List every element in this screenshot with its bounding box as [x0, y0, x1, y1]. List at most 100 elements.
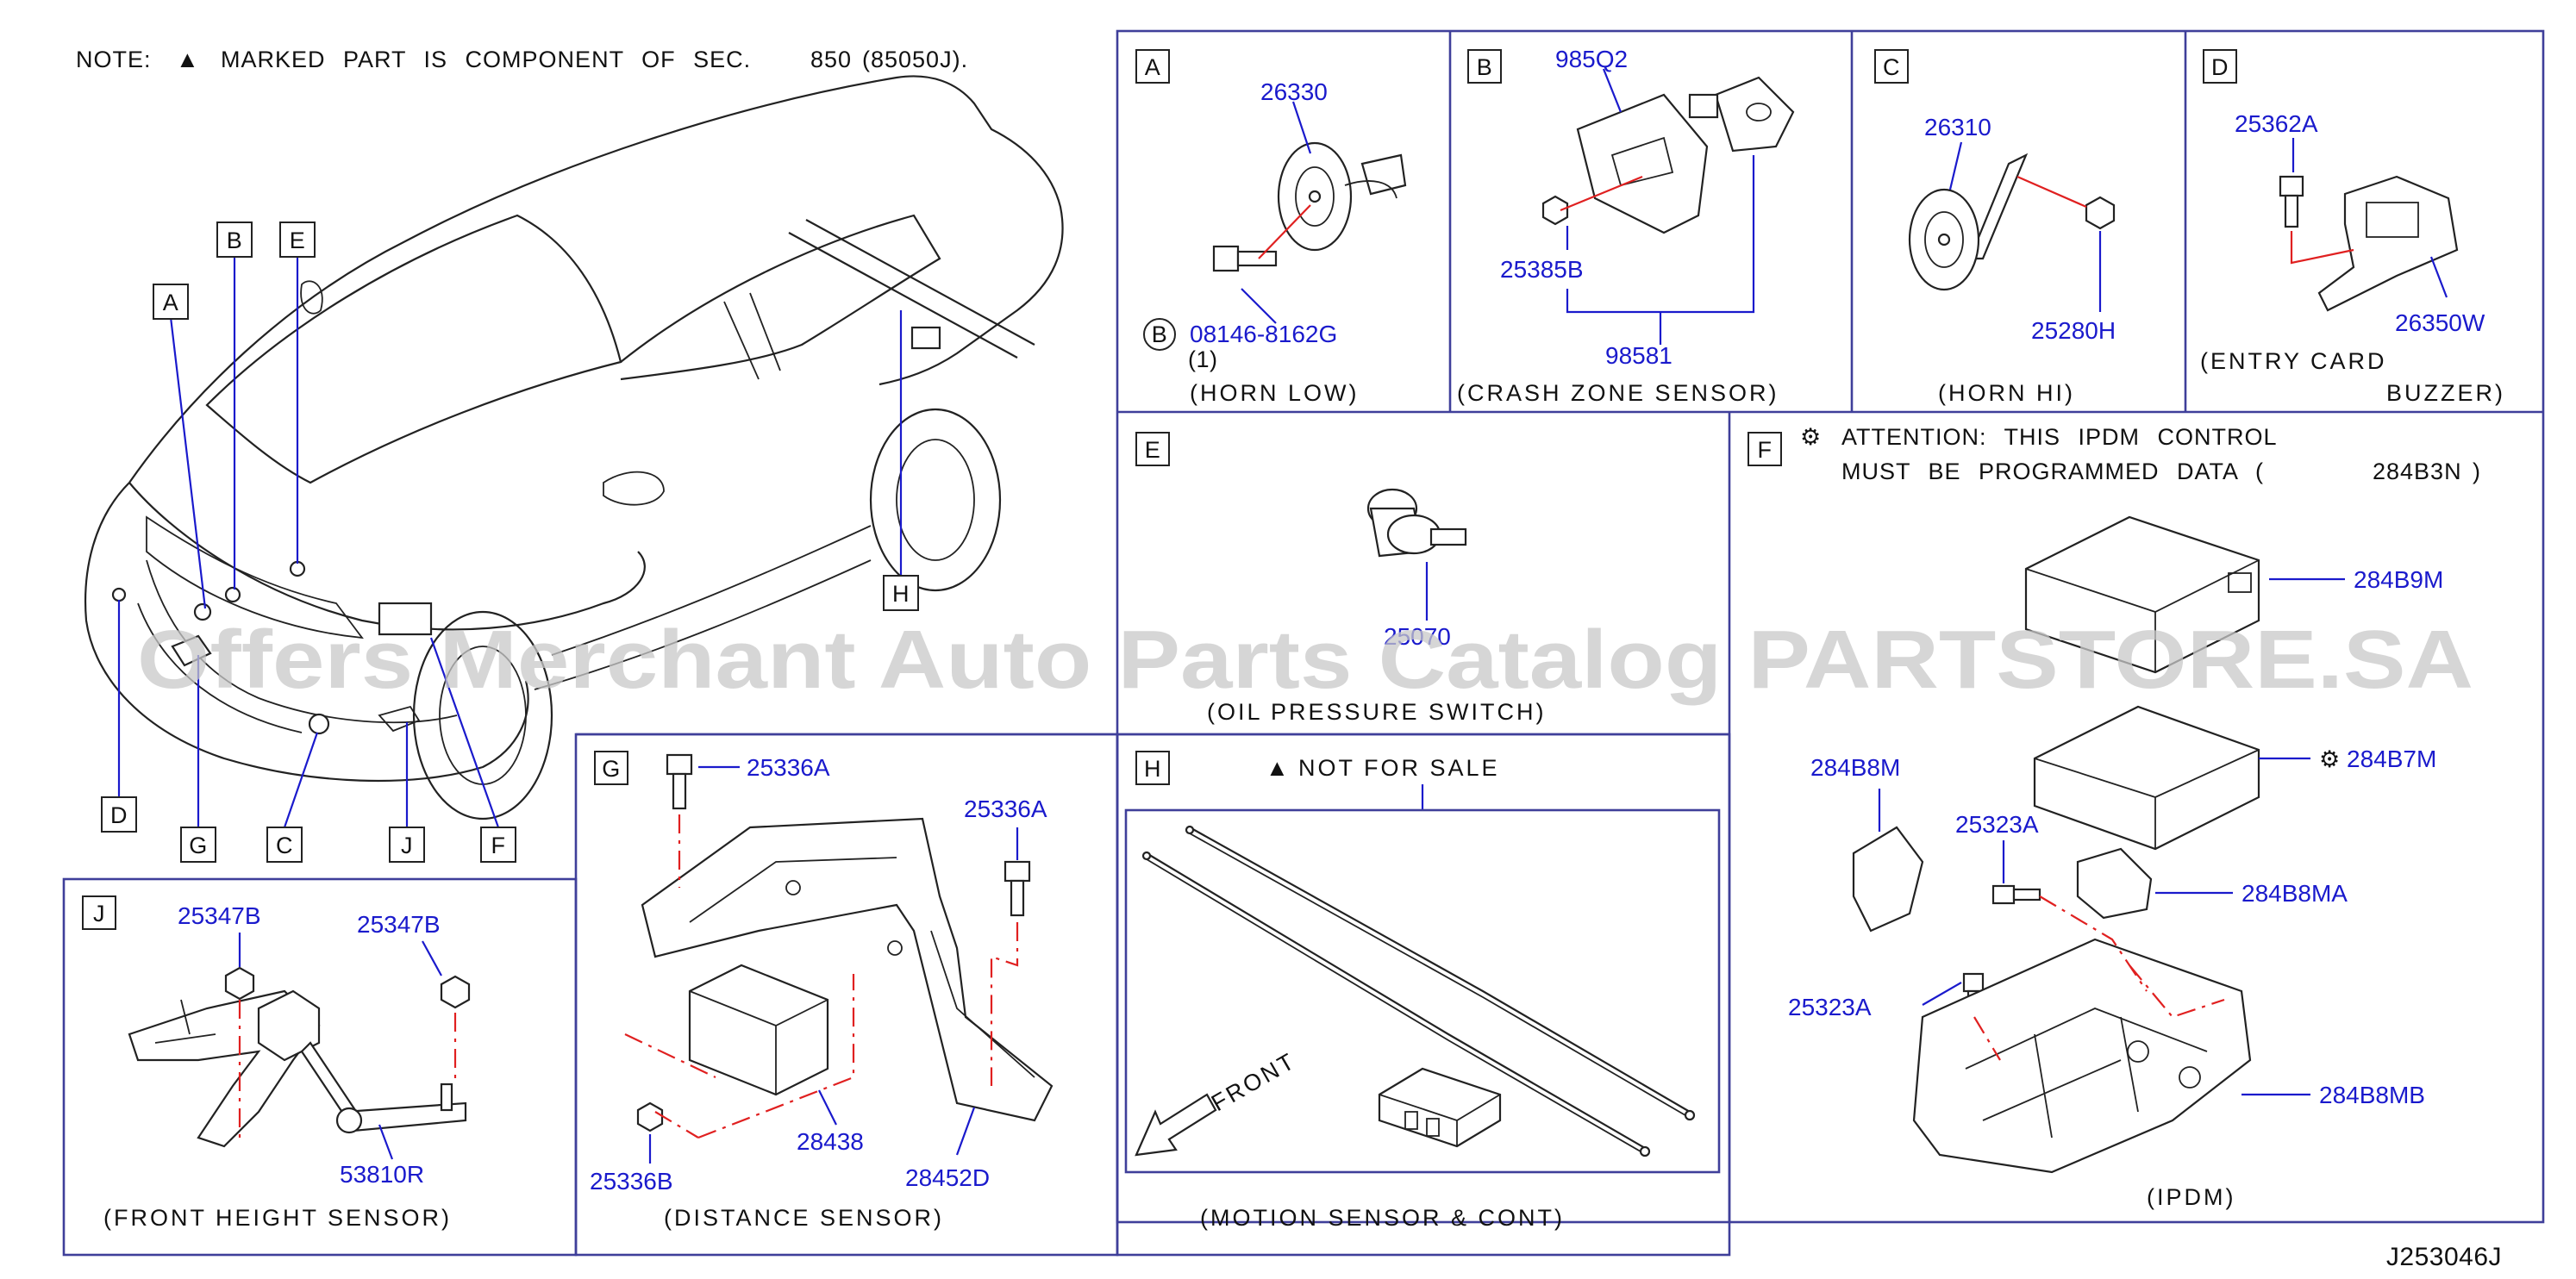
ipdm-base-284b8mb-illustration	[1912, 938, 2252, 1174]
panel-b-letter-box	[1467, 49, 1502, 84]
panel-j-caption: (FRONT HEIGHT SENSOR)	[103, 1205, 452, 1231]
attention-close: )	[2473, 459, 2481, 484]
leader-28438	[818, 1089, 837, 1126]
note-text: MARKED PART IS COMPONENT OF SEC.	[221, 47, 751, 72]
part-25347b-left[interactable]: 25347B	[178, 902, 261, 929]
part-25336a-right[interactable]: 25336A	[964, 795, 1047, 822]
panel-a: A 26330 B 08146-8162G (1) (HORN LOW)	[1135, 49, 1407, 406]
callout-label-h: H	[892, 581, 910, 607]
part-26330[interactable]: 26330	[1260, 78, 1328, 105]
nut-25385b-illustration	[1541, 195, 1569, 226]
horn-low-illustration	[1277, 141, 1407, 252]
part-25323a-upper[interactable]: 25323A	[1955, 811, 2039, 838]
panel-h-letter: H	[1144, 756, 1161, 782]
part-25336a-left[interactable]: 25336A	[747, 754, 830, 781]
part-25362a[interactable]: 25362A	[2235, 110, 2318, 137]
nut-25280h-illustration	[2085, 196, 2116, 230]
panel-h: H ▲ NOT FOR SALE FRONT (MOTION SENSOR & …	[1124, 751, 1721, 1231]
panel-c-caption: (HORN HI)	[1938, 380, 2075, 406]
vehicle-callout-b[interactable]: B	[216, 221, 253, 258]
part-284b8m[interactable]: 284B8M	[1810, 754, 1900, 781]
distance-sensor-bracket-illustration	[641, 817, 1054, 1122]
vehicle-callout-c[interactable]: C	[266, 827, 303, 863]
panel-a-qty: (1)	[1188, 346, 1218, 372]
panel-e: E 25070 (OIL PRESSURE SWITCH)	[1135, 432, 1544, 725]
part-284b7m[interactable]: 284B7M	[2347, 746, 2436, 772]
panel-d-centerline	[2290, 231, 2354, 265]
vehicle-side-window	[620, 214, 941, 381]
part-25336b[interactable]: 25336B	[590, 1168, 673, 1195]
part-53810r[interactable]: 53810R	[340, 1161, 424, 1188]
part-25070[interactable]: 25070	[1384, 623, 1451, 650]
vehicle-callout-g[interactable]: G	[180, 827, 216, 863]
vehicle-part-crash-sensor	[224, 586, 241, 603]
part-98581[interactable]: 98581	[1605, 342, 1673, 369]
vehicle-callout-e[interactable]: E	[279, 221, 316, 258]
circled-marker-b-label: B	[1152, 321, 1168, 347]
callout-box-a	[153, 284, 189, 320]
panel-a-centerline	[1258, 204, 1311, 259]
part-08146-8162g[interactable]: 08146-8162G	[1190, 321, 1337, 347]
front-direction-arrow	[1135, 1093, 1217, 1157]
part-25280h[interactable]: 25280H	[2031, 317, 2116, 344]
part-25347b-right[interactable]: 25347B	[357, 911, 441, 938]
vehicle-grille	[137, 559, 458, 733]
ipdm-bolt-upper-illustration	[1991, 884, 2041, 905]
panel-a-caption: (HORN LOW)	[1190, 380, 1359, 406]
attention-line-2: MUST BE PROGRAMMED DATA (	[1841, 459, 2264, 484]
note-prefix: NOTE:	[76, 47, 152, 72]
callout-label-d: D	[110, 802, 128, 828]
part-25385b[interactable]: 25385B	[1500, 256, 1584, 283]
panel-d: D 25362A 26350W (ENTRY CARD BUZZER)	[2200, 49, 2503, 406]
panel-frames	[62, 29, 2545, 1257]
watermark: Offers Merchant Auto Parts Catalog PARTS…	[137, 614, 2473, 706]
note-section-link[interactable]: 850	[810, 47, 852, 72]
vehicle-front-bumper	[84, 482, 529, 783]
part-25323a-lower[interactable]: 25323A	[1788, 994, 1872, 1020]
vehicle-part-height-sensor	[378, 705, 421, 733]
motion-controller-illustration	[1378, 1067, 1502, 1148]
panel-j: J 25347B 25347B 53810R (FRONT HEIGHT SEN…	[82, 895, 471, 1231]
panel-e-letter: E	[1145, 437, 1161, 463]
vehicle-part-ipdm	[378, 602, 433, 636]
panel-f-caption: (IPDM)	[2147, 1184, 2235, 1210]
panel-g-centerlines	[624, 814, 1019, 1139]
part-284b9m[interactable]: 284B9M	[2354, 566, 2443, 593]
callout-label-e: E	[290, 228, 306, 253]
panel-f-centerlines	[1973, 895, 2225, 1061]
panel-h-letter-box	[1135, 751, 1170, 785]
part-284b8mb[interactable]: 284B8MB	[2319, 1082, 2425, 1108]
right-panel-frame	[1116, 29, 2545, 1224]
part-28452d[interactable]: 28452D	[905, 1164, 990, 1191]
part-985q2[interactable]: 985Q2	[1555, 46, 1628, 72]
attention-part-284b3n[interactable]: 284B3N	[2373, 459, 2462, 484]
part-26310[interactable]: 26310	[1924, 114, 1991, 140]
vehicle-callout-j[interactable]: J	[389, 827, 425, 863]
callout-box-b	[216, 221, 253, 258]
vehicle-roofline	[128, 75, 1064, 484]
leader-985q2	[1602, 68, 1623, 113]
vehicle-hood	[128, 482, 646, 631]
leader-25323a-lower	[1922, 982, 1962, 1006]
vehicle-pillar	[723, 292, 781, 380]
ipdm-clip-284b8ma-illustration	[2076, 847, 2153, 920]
panel-f: F ⚙ ATTENTION: THIS IPDM CONTROL MUST BE…	[1748, 424, 2481, 1210]
panel-h-front-label: FRONT	[1207, 1047, 1301, 1116]
part-284b8ma[interactable]: 284B8MA	[2241, 880, 2348, 907]
panel-j-letter: J	[93, 901, 105, 926]
vehicle-callout-d[interactable]: D	[101, 796, 137, 833]
nut-25347b-right-illustration	[440, 975, 471, 1009]
panel-d-letter-box	[2203, 49, 2237, 84]
leader-28452d	[955, 1107, 976, 1156]
callout-leader-c	[283, 732, 319, 828]
bolt-08146-illustration	[1212, 245, 1278, 272]
part-26350w[interactable]: 26350W	[2395, 309, 2485, 336]
vehicle-callout-h[interactable]: H	[883, 575, 919, 611]
part-28438[interactable]: 28438	[797, 1128, 864, 1155]
vehicle-callout-a[interactable]: A	[153, 284, 189, 320]
vehicle-antenna	[300, 280, 323, 315]
leader-53810r	[378, 1124, 394, 1160]
vehicle-callout-f[interactable]: F	[480, 827, 516, 863]
panel-b-centerline	[1560, 175, 1643, 212]
